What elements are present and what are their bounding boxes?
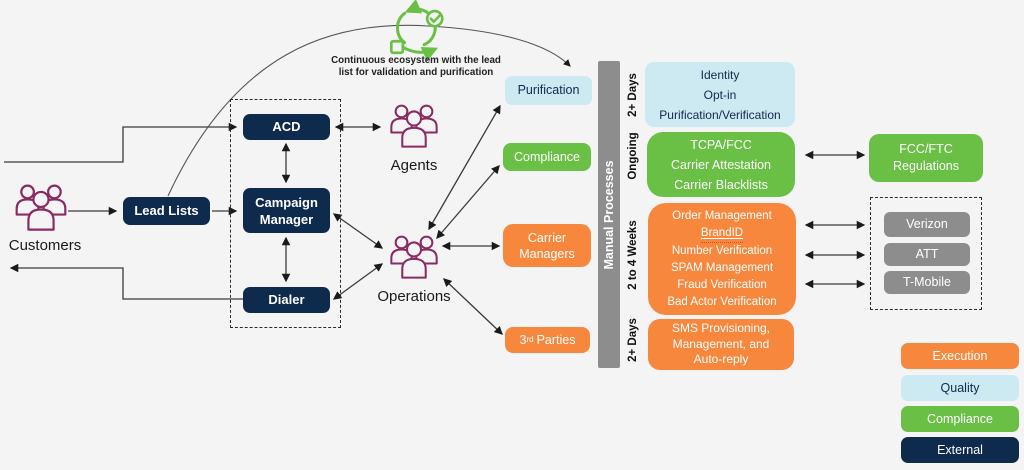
legend-execution: Execution bbox=[901, 343, 1019, 369]
arrow-campaign-manager-operations bbox=[332, 213, 384, 249]
dialer-box: Dialer bbox=[243, 287, 330, 313]
stage-line: SMS Provisioning, bbox=[671, 321, 771, 336]
arrow-inbound-to-acd bbox=[4, 122, 238, 163]
stage-line: Number Verification bbox=[671, 244, 773, 257]
campaign-manager-box: Campaign Manager bbox=[243, 188, 330, 233]
operations-icon bbox=[389, 231, 439, 282]
customers-label: Customers bbox=[8, 237, 82, 254]
legend-quality: Quality bbox=[901, 375, 1019, 401]
stage-line: Opt-in bbox=[703, 87, 737, 102]
third-parties-base: 3 bbox=[519, 332, 527, 347]
stage-line: Identity bbox=[700, 67, 740, 82]
note-line-2: list for validation and purification bbox=[338, 67, 494, 79]
campaign-manager-label: Campaign Manager bbox=[255, 194, 318, 227]
stage-line: TCPA/FCC bbox=[690, 137, 752, 152]
continuous-cycle-icon bbox=[389, 0, 444, 62]
stage-line: BrandID bbox=[648, 225, 796, 243]
arrow-operations-third-parties bbox=[443, 278, 503, 335]
dialer-system-dashed-group bbox=[230, 99, 341, 328]
compliance-box: Compliance bbox=[503, 143, 591, 171]
stage-line: SPAM Management bbox=[670, 261, 774, 274]
arrow-dialer-operations bbox=[332, 263, 384, 300]
stage-line: Management, and bbox=[672, 336, 770, 351]
stage-duration-0: 2+ Days bbox=[627, 73, 639, 117]
stage-sms-box: SMS Provisioning, Management, and Auto-r… bbox=[648, 319, 794, 370]
manual-processes-bar: Manual Processes bbox=[598, 61, 620, 368]
fcc-ftc-regulations-box: FCC/FTC Regulations bbox=[869, 134, 983, 182]
stage-line: Auto-reply bbox=[693, 352, 749, 367]
stage-line: Carrier Blacklists bbox=[674, 177, 768, 192]
lead-lists-box: Lead Lists bbox=[123, 197, 210, 225]
agents-icon bbox=[389, 101, 439, 150]
stage-line: Order Management bbox=[672, 209, 772, 222]
carrier-managers-box: Carrier Managers bbox=[503, 224, 591, 267]
purification-box: Purification bbox=[505, 76, 592, 105]
stage-duration-3: 2+ Days bbox=[627, 318, 639, 362]
stage-duration-1: Ongoing bbox=[627, 132, 639, 180]
legend-compliance: Compliance bbox=[901, 406, 1019, 432]
stage-line: Purification/Verification bbox=[659, 107, 781, 122]
arrow-operations-compliance bbox=[436, 165, 500, 239]
stage-compliance-box: TCPA/FCC Carrier Attestation Carrier Bla… bbox=[647, 132, 795, 197]
note-line-1: Continuous ecosystem with the lead bbox=[331, 55, 501, 66]
manual-processes-label: Manual Processes bbox=[602, 159, 616, 270]
stage-execution-box: Order Management BrandID Number Verifica… bbox=[648, 203, 796, 315]
stage-duration-2: 2 to 4 Weeks bbox=[627, 220, 639, 290]
customers-icon bbox=[14, 181, 68, 233]
stage-line: Bad Actor Verification bbox=[667, 295, 777, 308]
carrier-att-box: ATT bbox=[884, 243, 970, 266]
stage-quality-box: Identity Opt-in Purification/Verificatio… bbox=[645, 62, 795, 127]
stage-line: Fraud Verification bbox=[677, 278, 767, 291]
carrier-verizon-box: Verizon bbox=[884, 212, 970, 237]
operations-label: Operations bbox=[377, 288, 451, 305]
carrier-managers-label: Carrier Managers bbox=[519, 230, 575, 261]
stage-line: Carrier Attestation bbox=[670, 157, 772, 172]
continuous-ecosystem-note: Continuous ecosystem with the lead list … bbox=[330, 55, 502, 79]
carriers-dashed-group bbox=[870, 197, 982, 310]
acd-box: ACD bbox=[243, 114, 330, 140]
regulator-line-1: FCC/FTC bbox=[899, 142, 953, 156]
third-parties-rest: Parties bbox=[536, 332, 576, 347]
brandid-line: BrandID bbox=[700, 225, 744, 243]
legend-external: External bbox=[901, 437, 1019, 463]
arrow-dialer-return-to-customers bbox=[9, 263, 243, 300]
regulator-line-2: Regulations bbox=[892, 159, 959, 173]
agents-label: Agents bbox=[390, 157, 438, 174]
carrier-tmobile-box: T-Mobile bbox=[884, 271, 970, 294]
